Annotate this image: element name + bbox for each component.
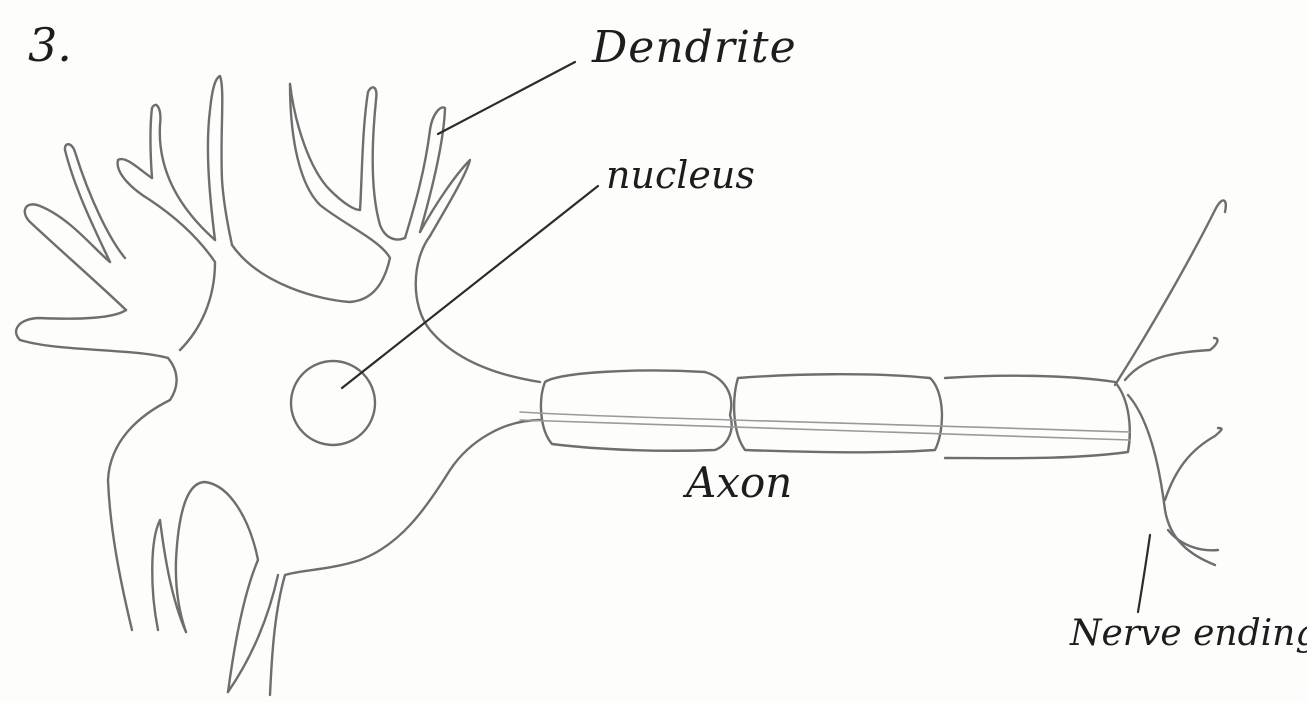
nerve-ending-pointer-line — [1138, 535, 1150, 612]
nerve-ending-branch-mid — [1165, 428, 1222, 500]
axon-core-line — [520, 412, 1130, 432]
top-right-dendrite-2 — [420, 160, 470, 236]
axon-segment-2 — [734, 374, 942, 452]
dendrite-pointer-line — [438, 62, 575, 134]
nucleus-circle — [291, 361, 375, 445]
upper-left-dendrite — [118, 159, 215, 350]
lower-dendrite-far-left — [108, 358, 177, 630]
nerve-ending-branch-lower — [1168, 530, 1218, 550]
axon-segment-3 — [945, 376, 1130, 459]
question-number: 3. — [28, 22, 72, 68]
left-dendrite-3 — [65, 144, 125, 262]
axon-segment-1 — [541, 370, 732, 450]
left-dendrite-2 — [25, 204, 126, 310]
nerve-ending-branch-main — [1128, 395, 1215, 565]
dendrite-label: Dendrite — [592, 26, 797, 70]
upper-left-dendrite-branch — [151, 105, 216, 240]
nerve-ending-branch-top — [1115, 200, 1226, 385]
axon-label: Axon — [686, 462, 792, 504]
nerve-ending-label: Nerve ending — [1070, 616, 1307, 652]
upper-dendrite-tall — [208, 76, 232, 245]
cell-body-outline — [270, 420, 540, 695]
left-dendrite-1 — [16, 310, 168, 358]
top-dendrite-branch — [290, 84, 405, 239]
nucleus-pointer-line — [342, 186, 598, 388]
cell-body-upper-right — [416, 236, 540, 382]
nucleus-label: nucleus — [606, 156, 755, 194]
